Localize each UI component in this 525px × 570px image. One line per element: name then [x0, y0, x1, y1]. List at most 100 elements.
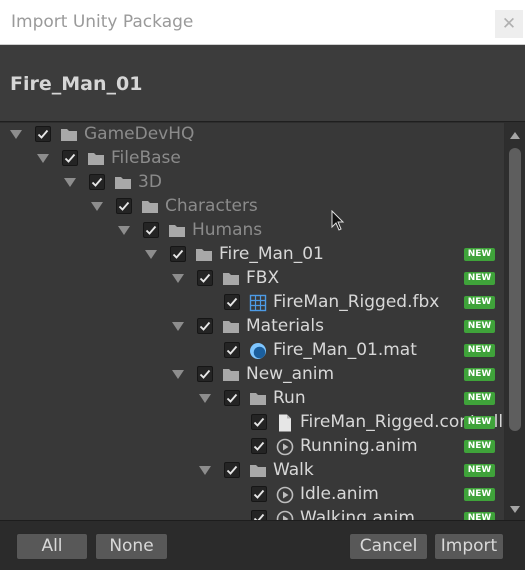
- expand-arrow-icon[interactable]: [90, 199, 104, 213]
- tree-item-label: Running.anim: [300, 436, 418, 456]
- item-checkbox[interactable]: [89, 174, 105, 190]
- tree-row[interactable]: Walk NEW: [0, 459, 504, 483]
- new-badge: NEW: [464, 512, 495, 520]
- footer-bar: All None Cancel Import: [0, 520, 525, 570]
- document-icon: [276, 414, 294, 432]
- tree-item-label: FireMan_Rigged.controller: [300, 412, 504, 432]
- tree-row[interactable]: Fire_Man_01 NEW: [0, 243, 504, 267]
- folder-icon: [141, 198, 159, 216]
- expand-arrow-icon[interactable]: [36, 151, 50, 165]
- item-checkbox[interactable]: [251, 438, 267, 454]
- tree-row[interactable]: New_anim NEW: [0, 363, 504, 387]
- tree-row[interactable]: Walking.anim NEW: [0, 507, 504, 520]
- animation-clip-icon: [276, 486, 294, 504]
- none-button[interactable]: None: [95, 533, 168, 560]
- tree-item-label: Walking.anim: [300, 508, 415, 520]
- window-title: Import Unity Package: [11, 12, 194, 32]
- expand-arrow-icon[interactable]: [9, 127, 23, 141]
- cancel-button[interactable]: Cancel: [349, 533, 428, 560]
- item-checkbox[interactable]: [251, 414, 267, 430]
- tree-item-label: GameDevHQ: [84, 124, 195, 144]
- expand-arrow-icon[interactable]: [144, 247, 158, 261]
- new-badge: NEW: [464, 248, 495, 261]
- expand-arrow-icon[interactable]: [198, 463, 212, 477]
- item-checkbox[interactable]: [197, 366, 213, 382]
- tree-row[interactable]: 3D: [0, 171, 504, 195]
- close-button[interactable]: ✕: [495, 10, 523, 38]
- all-button[interactable]: All: [16, 533, 88, 560]
- scrollbar-thumb[interactable]: [509, 148, 521, 431]
- new-badge: NEW: [464, 344, 495, 357]
- tree-item-label: Characters: [165, 196, 258, 216]
- folder-icon: [87, 150, 105, 168]
- tree-item-label: FireMan_Rigged.fbx: [273, 292, 440, 312]
- item-checkbox[interactable]: [116, 198, 132, 214]
- item-checkbox[interactable]: [224, 462, 240, 478]
- new-badge: NEW: [464, 272, 495, 285]
- tree-item-label: 3D: [138, 172, 162, 192]
- tree-row[interactable]: Humans: [0, 219, 504, 243]
- new-badge: NEW: [464, 416, 495, 429]
- tree-row[interactable]: FileBase: [0, 147, 504, 171]
- tree-item-label: Walk: [273, 460, 314, 480]
- item-checkbox[interactable]: [251, 486, 267, 502]
- mesh-grid-icon: [249, 294, 267, 312]
- item-checkbox[interactable]: [35, 126, 51, 142]
- item-checkbox[interactable]: [62, 150, 78, 166]
- scroll-up-icon[interactable]: [510, 132, 520, 139]
- folder-icon: [249, 390, 267, 408]
- new-badge: NEW: [464, 464, 495, 477]
- animation-clip-icon: [276, 510, 294, 520]
- tree-row[interactable]: Characters: [0, 195, 504, 219]
- tree-row[interactable]: Fire_Man_01.mat NEW: [0, 339, 504, 363]
- tree-row[interactable]: Running.anim NEW: [0, 435, 504, 459]
- item-checkbox[interactable]: [197, 270, 213, 286]
- item-checkbox[interactable]: [170, 246, 186, 262]
- expand-arrow-icon[interactable]: [171, 367, 185, 381]
- package-name: Fire_Man_01: [10, 73, 143, 95]
- folder-icon: [60, 126, 78, 144]
- tree-row[interactable]: GameDevHQ: [0, 123, 504, 147]
- expand-arrow-icon[interactable]: [63, 175, 77, 189]
- import-button[interactable]: Import: [434, 533, 504, 560]
- tree-item-label: Fire_Man_01.mat: [273, 340, 417, 360]
- tree-item-label: Materials: [246, 316, 324, 336]
- package-header: Fire_Man_01: [0, 45, 525, 122]
- new-badge: NEW: [464, 440, 495, 453]
- item-checkbox[interactable]: [251, 510, 267, 520]
- folder-icon: [114, 174, 132, 192]
- expand-arrow-icon[interactable]: [171, 319, 185, 333]
- tree-item-label: New_anim: [246, 364, 335, 384]
- item-checkbox[interactable]: [224, 390, 240, 406]
- item-checkbox[interactable]: [143, 222, 159, 238]
- new-badge: NEW: [464, 368, 495, 381]
- new-badge: NEW: [464, 320, 495, 333]
- tree-item-label: Run: [273, 388, 306, 408]
- tree-item-label: Fire_Man_01: [219, 244, 324, 264]
- expand-arrow-icon[interactable]: [117, 223, 131, 237]
- expand-arrow-icon[interactable]: [171, 271, 185, 285]
- scroll-down-icon[interactable]: [510, 506, 520, 513]
- tree-row[interactable]: Materials NEW: [0, 315, 504, 339]
- material-sphere-icon: [249, 342, 267, 360]
- title-bar: Import Unity Package ✕: [0, 0, 525, 45]
- mouse-cursor-icon: [331, 210, 345, 231]
- tree-item-label: FileBase: [111, 148, 181, 168]
- folder-icon: [222, 318, 240, 336]
- item-checkbox[interactable]: [197, 318, 213, 334]
- folder-icon: [222, 270, 240, 288]
- folder-icon: [168, 222, 186, 240]
- tree-item-label: Humans: [192, 220, 263, 240]
- animation-clip-icon: [276, 438, 294, 456]
- expand-arrow-icon[interactable]: [198, 391, 212, 405]
- item-checkbox[interactable]: [224, 342, 240, 358]
- item-checkbox[interactable]: [224, 294, 240, 310]
- vertical-scrollbar[interactable]: [505, 123, 525, 520]
- folder-icon: [222, 366, 240, 384]
